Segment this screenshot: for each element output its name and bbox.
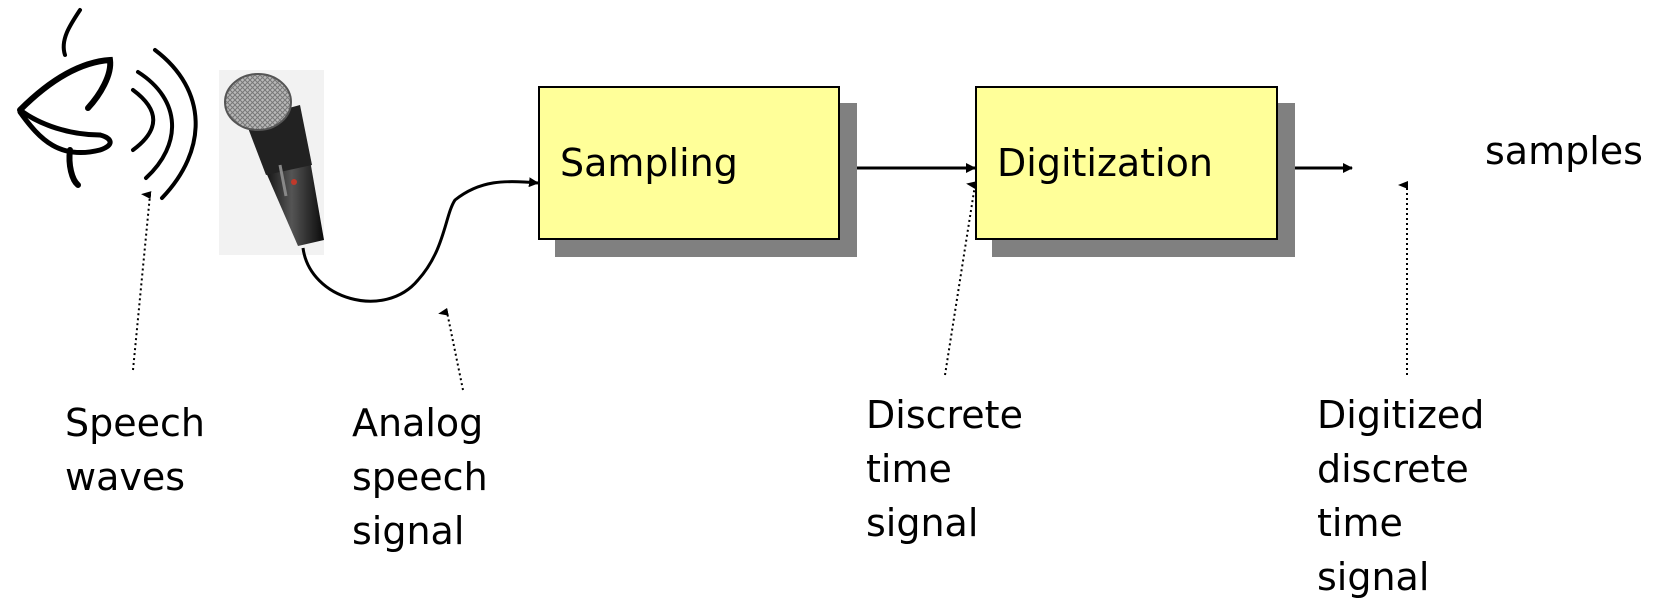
sound-waves-icon (131, 48, 198, 200)
microphone-icon (219, 70, 324, 255)
digitization-label: Digitization (997, 141, 1213, 185)
sampling-block: Sampling (538, 86, 840, 240)
discrete-signal-label: Discrete time signal (866, 393, 1023, 545)
pointer-speech-waves (132, 191, 152, 371)
microphone-cable (301, 177, 539, 303)
mouth-icon (17, 8, 114, 188)
pointer-analog-signal (438, 307, 464, 391)
pointer-discrete-signal (944, 181, 977, 376)
digitized-signal-label: Digitized discrete time signal (1317, 393, 1485, 599)
analog-signal-label: Analog speech signal (352, 401, 488, 553)
samples-label: samples (1485, 129, 1643, 173)
sampling-label: Sampling (560, 141, 738, 185)
speech-waves-label: Speech waves (65, 401, 205, 499)
digitization-block: Digitization (975, 86, 1278, 240)
